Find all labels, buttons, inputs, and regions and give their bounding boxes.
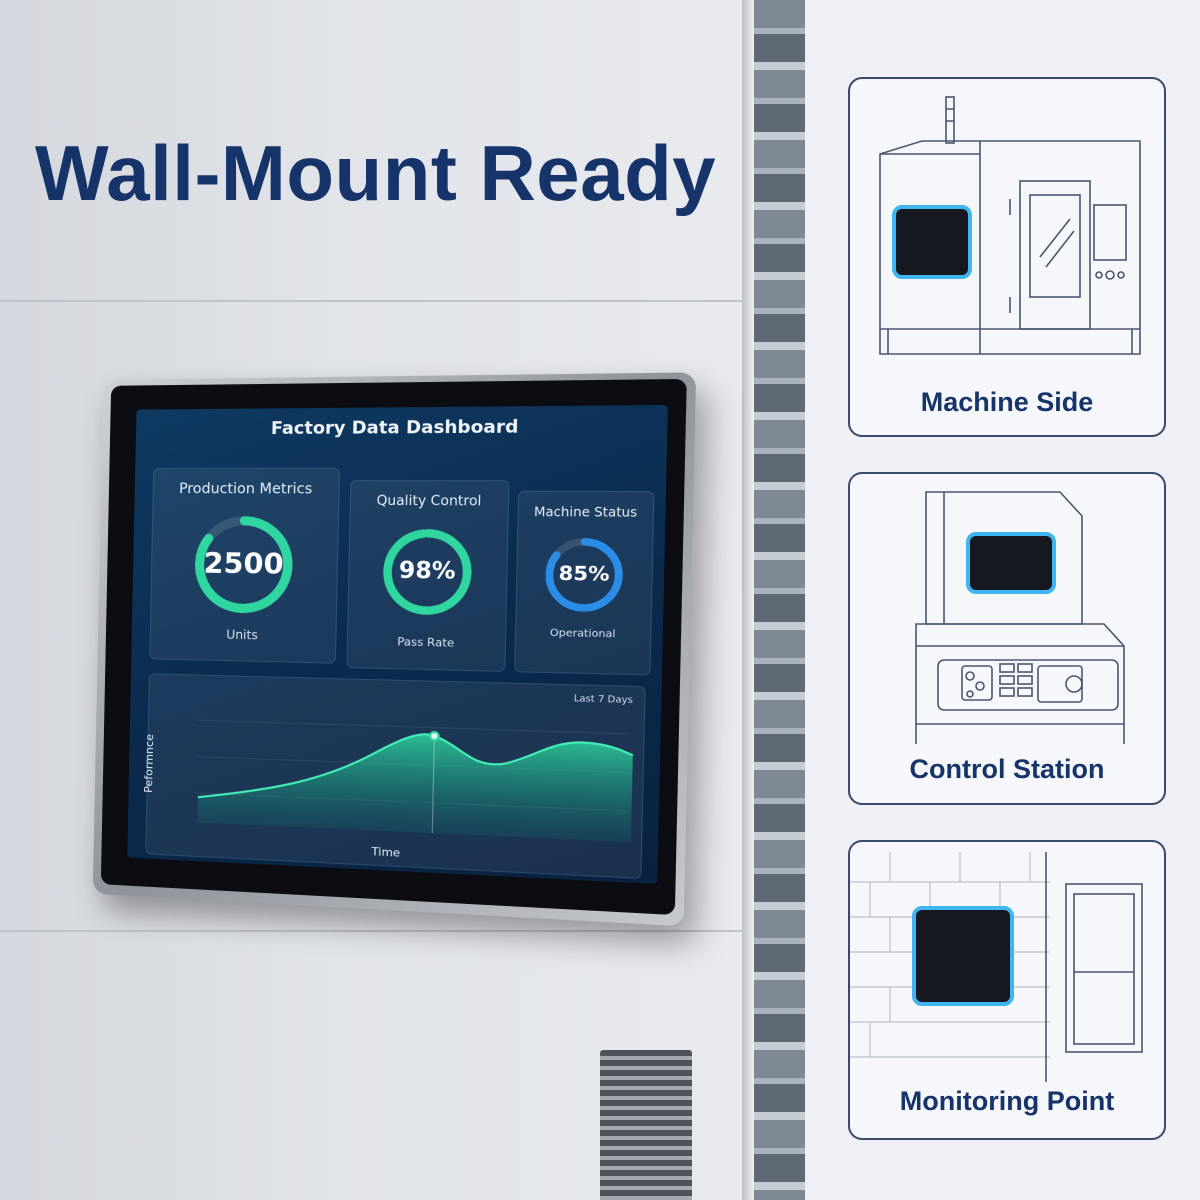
- scenario-machine-side: Machine Side: [848, 77, 1166, 437]
- card-title: Quality Control: [376, 493, 482, 510]
- performance-area-chart: [146, 674, 644, 843]
- mounted-display-icon: [966, 532, 1056, 594]
- monitoring-point-illustration: [850, 852, 1143, 1082]
- card-production-metrics: Production Metrics 2500 Units: [149, 467, 341, 664]
- monitor-bezel: Factory Data Dashboard Production Metric…: [100, 378, 687, 916]
- control-station-illustration: [915, 491, 1125, 744]
- mounted-display-icon: [892, 205, 972, 279]
- highlight-point: [430, 732, 439, 741]
- mounted-display-icon: [912, 906, 1014, 1006]
- scenario-monitoring-point: Monitoring Point: [848, 840, 1166, 1140]
- wall-monitor: Factory Data Dashboard Production Metric…: [92, 372, 697, 927]
- card-title: Production Metrics: [178, 481, 313, 498]
- card-title: Machine Status: [533, 504, 638, 520]
- headline: Wall-Mount Ready: [35, 129, 717, 217]
- gauge-unit: Pass Rate: [397, 635, 455, 650]
- cabinet-seam: [0, 930, 742, 932]
- scenario-label: Machine Side: [920, 387, 1094, 417]
- mounting-scenarios-panel: Machine Side Control Station: [805, 0, 1200, 1200]
- grid-line: [197, 720, 630, 734]
- scenario-label: Control Station: [909, 754, 1105, 784]
- card-quality-control: Quality Control 98% Pass Rate: [346, 480, 510, 672]
- product-scene: Wall-Mount Ready Factory Data Dashboard …: [0, 0, 805, 1200]
- scenario-label: Monitoring Point: [899, 1086, 1115, 1116]
- gauge-value: 98%: [398, 558, 456, 585]
- performance-chart: Last 7 Days Peformnce Time: [142, 673, 646, 879]
- scenario-control-station: Control Station: [848, 472, 1166, 805]
- gauge-value: 85%: [558, 561, 610, 586]
- vent-grille: [600, 1050, 692, 1200]
- machine-illustration: [879, 96, 1141, 355]
- chart-range-label: Last 7 Days: [573, 693, 634, 707]
- gauge-unit: Operational: [549, 627, 616, 641]
- factory-background: [754, 0, 805, 1200]
- dashboard-title: Factory Data Dashboard: [270, 416, 519, 440]
- cabinet-edge: [742, 0, 754, 1200]
- gauge-unit: Units: [226, 627, 258, 643]
- chart-y-label: Peformnce: [142, 733, 157, 794]
- cabinet-seam: [0, 300, 742, 302]
- gauge-value: 2500: [203, 545, 285, 581]
- card-machine-status: Machine Status 85% Operational: [514, 490, 655, 676]
- dashboard-screen: Factory Data Dashboard Production Metric…: [127, 404, 668, 885]
